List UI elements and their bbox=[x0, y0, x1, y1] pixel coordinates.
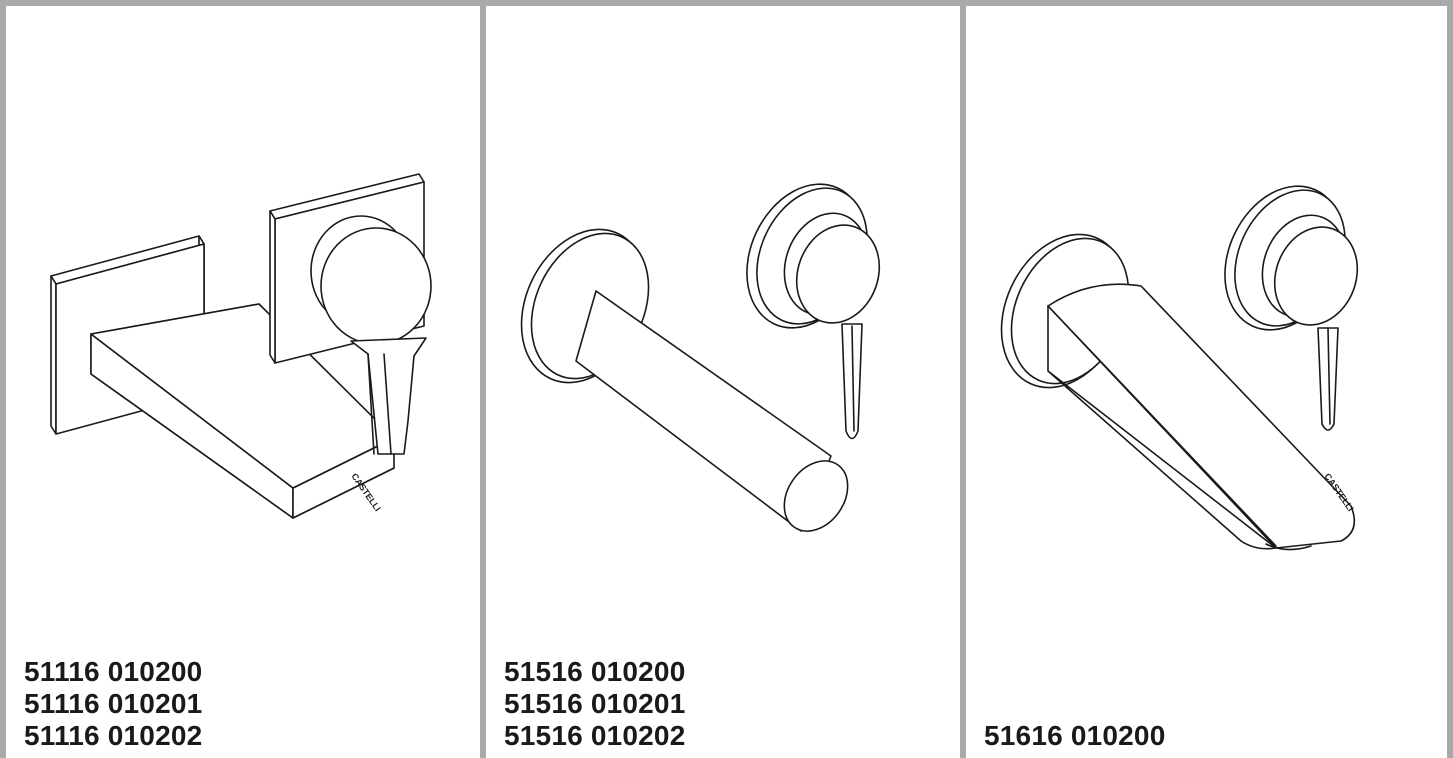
product-code: 51116 010200 bbox=[24, 656, 203, 687]
product-code: 51516 010202 bbox=[504, 720, 686, 751]
product-panel-round: 51516 010200 51516 010201 51516 010202 bbox=[486, 6, 960, 758]
curved-faucet-drawing: CASTELLI bbox=[1000, 185, 1359, 551]
product-panel-curved: CASTELLI 51616 010200 bbox=[966, 6, 1447, 758]
right-border bbox=[1447, 0, 1453, 758]
divider-2 bbox=[960, 0, 966, 758]
left-border bbox=[0, 0, 6, 758]
square-faucet-drawing: CASTELLI bbox=[50, 173, 432, 519]
top-border bbox=[0, 0, 1453, 6]
product-code: 51516 010201 bbox=[504, 688, 686, 719]
product-code: 51516 010200 bbox=[504, 656, 686, 687]
product-panel-square: CASTELLI 51116 010200 51116 010201 51116… bbox=[6, 6, 480, 758]
product-code-list: 51616 010200 bbox=[984, 720, 1165, 752]
product-code-list: 51116 010200 51116 010201 51116 010202 bbox=[24, 656, 202, 752]
product-code: 51116 010202 bbox=[24, 720, 203, 751]
product-code: 51616 010200 bbox=[984, 720, 1166, 751]
product-code-list: 51516 010200 51516 010201 51516 010202 bbox=[504, 656, 685, 752]
divider-1 bbox=[480, 0, 486, 758]
round-faucet-drawing bbox=[520, 183, 881, 532]
product-code: 51116 010201 bbox=[24, 688, 203, 719]
